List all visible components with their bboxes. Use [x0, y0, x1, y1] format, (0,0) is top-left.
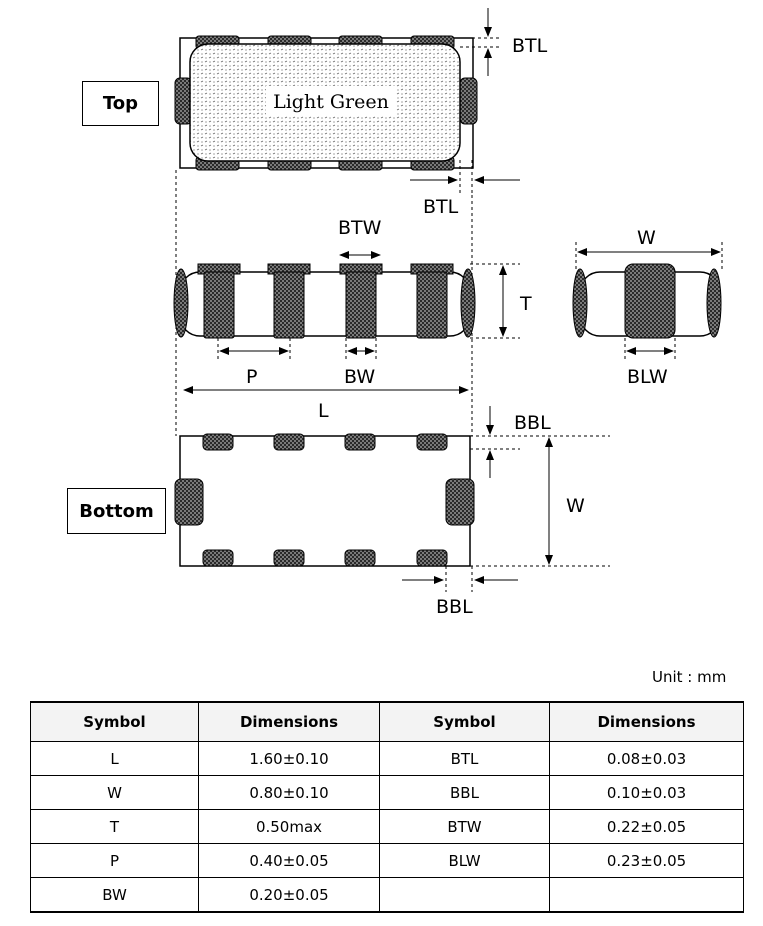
bbl-side-dimension [402, 566, 518, 592]
table-header-row: Symbol Dimensions Symbol Dimensions [30, 701, 744, 742]
table-cell: 0.50max [198, 809, 380, 844]
btl-side-dimension [410, 160, 520, 195]
table-cell: 0.40±0.05 [198, 843, 380, 878]
table-header: Dimensions [198, 701, 380, 742]
table-header: Symbol [30, 701, 199, 742]
table-cell: BW [30, 877, 199, 913]
table-cell: BLW [379, 843, 550, 878]
side-view-width: W BLW [572, 227, 723, 388]
bbl-side-label: BBL [436, 596, 473, 618]
top-view: Light Green BTL BTL [174, 8, 548, 218]
bw-dimension [345, 338, 377, 360]
table-cell: L [30, 741, 199, 776]
table-cell: BTW [379, 809, 550, 844]
table-header: Symbol [379, 701, 550, 742]
blw-label: BLW [627, 366, 668, 388]
w-bottom-dimension [470, 437, 610, 567]
table-cell [379, 877, 550, 913]
bottom-view-label: Bottom [67, 488, 166, 534]
bw-label: BW [344, 366, 375, 388]
side-width-terminal [624, 263, 676, 339]
table-cell: 0.80±0.10 [198, 775, 380, 810]
table-cell: T [30, 809, 199, 844]
w-side-label: W [637, 227, 656, 249]
table-cell: 0.23±0.05 [549, 843, 744, 878]
table-cell: P [30, 843, 199, 878]
t-dimension [470, 263, 520, 339]
p-dimension [217, 338, 291, 360]
side-view-length: BTW T P BW L [173, 217, 532, 422]
bbl-top-label: BBL [514, 412, 551, 434]
table-cell: 1.60±0.10 [198, 741, 380, 776]
bbl-top-dimension [470, 406, 610, 478]
top-view-label: Top [82, 81, 159, 126]
table-header: Dimensions [549, 701, 744, 742]
table-cell: 0.10±0.03 [549, 775, 744, 810]
light-green-label: Light Green [273, 91, 389, 113]
table-cell: 0.08±0.03 [549, 741, 744, 776]
p-label: P [246, 366, 257, 388]
table-cell [549, 877, 744, 913]
bottom-view: BBL W BBL [174, 406, 610, 618]
bottom-terminals [174, 433, 475, 567]
blw-dimension [624, 338, 676, 360]
dimension-diagram: Light Green BTL BTL [173, 8, 723, 618]
side-terminals [197, 263, 454, 339]
btl-top-dimension [460, 8, 500, 76]
w-bottom-label: W [566, 495, 585, 517]
btl-side-label: BTL [423, 196, 459, 218]
table-cell: W [30, 775, 199, 810]
bottom-body-outline [179, 435, 471, 567]
table-cell: BBL [379, 775, 550, 810]
table-cell: BTL [379, 741, 550, 776]
table-cell: 0.20±0.05 [198, 877, 380, 913]
btl-top-label: BTL [512, 35, 548, 57]
unit-label: Unit : mm [652, 668, 727, 686]
btw-label: BTW [338, 217, 382, 239]
w-side-dimension [575, 242, 723, 272]
l-label: L [318, 400, 329, 422]
table-cell: 0.22±0.05 [549, 809, 744, 844]
t-label: T [519, 293, 532, 315]
